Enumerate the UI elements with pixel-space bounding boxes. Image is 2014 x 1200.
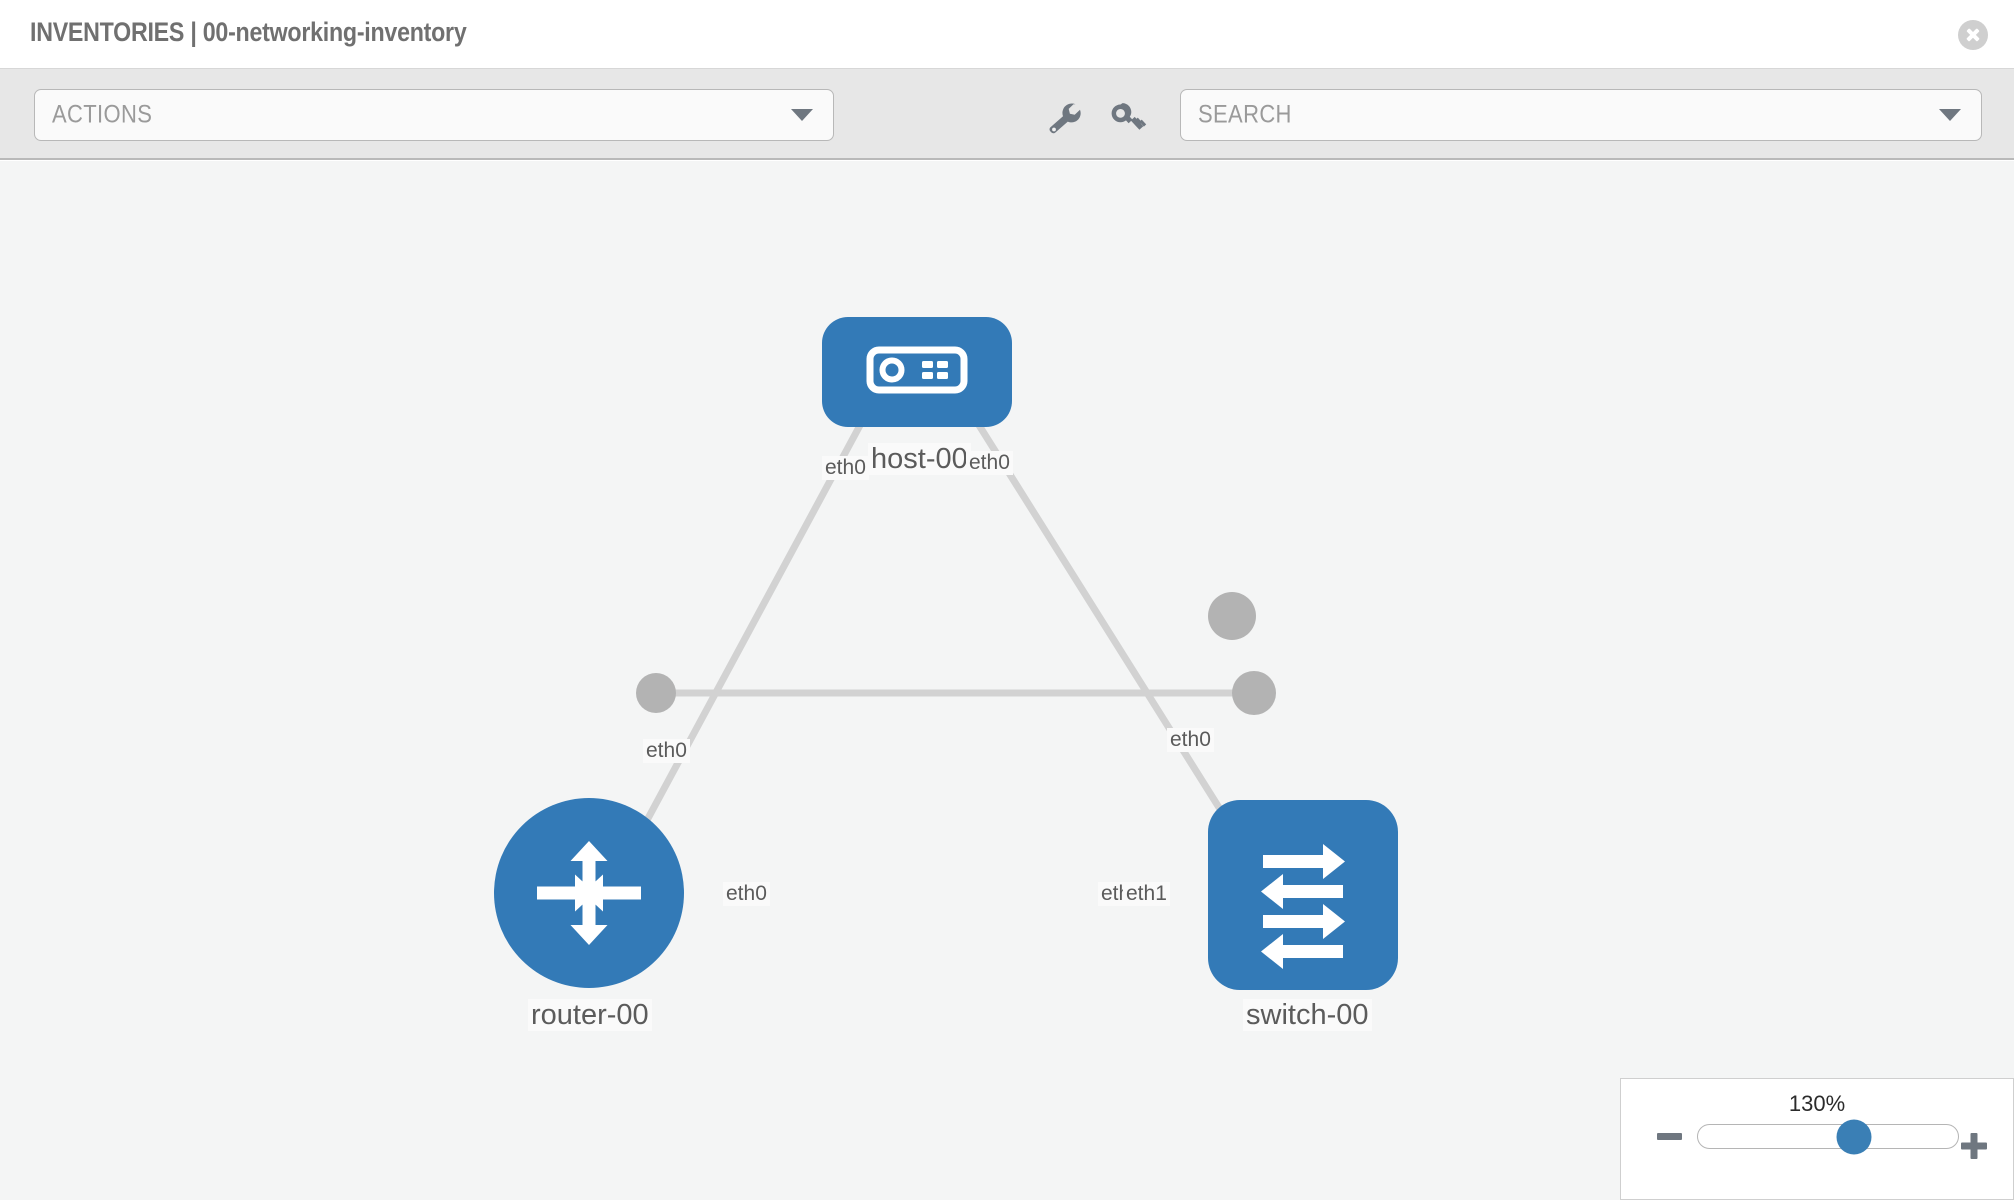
- minus-icon[interactable]: [1657, 1133, 1682, 1140]
- zoom-slider-thumb[interactable]: [1836, 1119, 1872, 1154]
- plus-icon[interactable]: [1961, 1133, 1987, 1159]
- wrench-icon[interactable]: [1042, 101, 1086, 135]
- zoom-slider-track[interactable]: [1697, 1119, 1959, 1154]
- actions-dropdown-label: ACTIONS: [52, 100, 153, 129]
- close-icon[interactable]: [1958, 20, 1988, 50]
- node-label-host-00: host-00: [868, 443, 971, 476]
- topology-canvas[interactable]: host-00 router-00 switch-00 eth0 eth0 et…: [0, 161, 2014, 1200]
- port-label-host-right: eth0: [966, 451, 1013, 476]
- link-host-router: [621, 375, 889, 865]
- page-header: INVENTORIES | 00-networking-inventory: [0, 0, 2014, 69]
- port-switch-top: [1208, 592, 1256, 640]
- search-input[interactable]: SEARCH: [1180, 89, 1982, 141]
- actions-dropdown[interactable]: ACTIONS: [34, 89, 834, 141]
- key-icon[interactable]: [1106, 101, 1150, 135]
- link-host-switch: [946, 375, 1244, 845]
- search-input-placeholder: SEARCH: [1198, 100, 1292, 129]
- port-label-router-right: eth0: [723, 882, 770, 907]
- page-title: INVENTORIES | 00-networking-inventory: [30, 17, 467, 47]
- chevron-down-icon: [791, 109, 813, 121]
- port-label-switch-left-front: eth1: [1123, 882, 1170, 907]
- zoom-control-panel: 130%: [1620, 1078, 2014, 1200]
- topology-graph: [494, 317, 1398, 990]
- node-switch-00[interactable]: [1208, 800, 1398, 990]
- node-router-00[interactable]: [494, 798, 684, 988]
- port-router-right: [636, 673, 676, 713]
- toolbar: ACTIONS SEARCH: [0, 69, 2014, 160]
- node-host-00[interactable]: [822, 317, 1012, 427]
- port-label-host-left: eth0: [822, 456, 869, 481]
- zoom-level-value: 130%: [1788, 1091, 1846, 1116]
- port-label-router-up: eth0: [643, 739, 690, 764]
- node-label-router-00: router-00: [528, 999, 652, 1032]
- node-label-switch-00: switch-00: [1243, 999, 1372, 1032]
- port-label-switch-up: eth0: [1167, 728, 1214, 753]
- chevron-down-icon: [1939, 109, 1961, 121]
- port-switch-left: [1232, 671, 1276, 715]
